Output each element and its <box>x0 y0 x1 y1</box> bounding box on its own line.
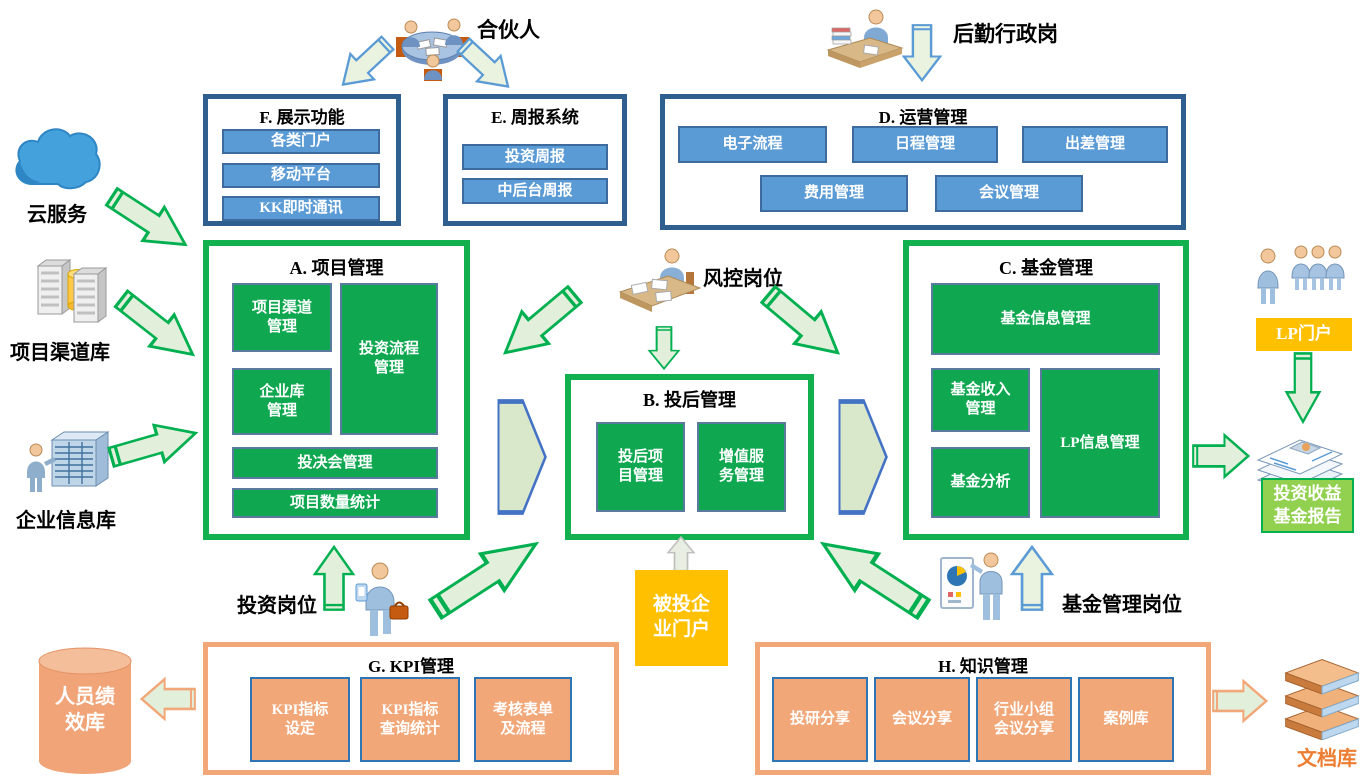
box-c-title: C. 基金管理 <box>999 258 1093 278</box>
item-project-count-stats: 项目数量统计 <box>232 488 438 518</box>
item-kpi-query-stats: KPI指标 查询统计 <box>360 677 460 762</box>
arrow-fund-to-c <box>1009 545 1055 611</box>
item-investment-committee-mgmt: 投决会管理 <box>232 447 438 479</box>
arrow-risk-to-a <box>488 275 592 373</box>
item-portals: 各类门户 <box>222 129 380 154</box>
item-travel-mgmt: 出差管理 <box>1022 126 1168 163</box>
item-kk-im: KK即时通讯 <box>222 196 380 221</box>
item-e-process: 电子流程 <box>678 126 827 163</box>
arrow-channel-db-to-a <box>106 280 209 375</box>
box-f-title: F. 展示功能 <box>259 108 345 127</box>
item-research-sharing: 投研分享 <box>772 677 868 762</box>
box-d-operations: D. 运营管理 电子流程 日程管理 出差管理 费用管理 会议管理 <box>660 94 1186 230</box>
arrow-cloud-to-a <box>98 177 200 266</box>
fund-manager-label: 基金管理岗位 <box>1062 594 1182 616</box>
item-fund-info-mgmt: 基金信息管理 <box>931 283 1160 355</box>
cloud-icon <box>8 122 103 197</box>
doc-db-label: 文档库 <box>1297 748 1357 770</box>
chevron-a-to-b <box>497 398 547 516</box>
item-fund-income-mgmt: 基金收入 管理 <box>931 368 1030 432</box>
item-project-channel-mgmt: 项目渠道 管理 <box>232 283 332 352</box>
admin-desk-icon <box>826 8 904 72</box>
box-e-title: E. 周报系统 <box>491 108 579 127</box>
arrow-g-to-performance-db <box>140 676 196 722</box>
invest-person-icon <box>352 562 412 638</box>
item-assessment-forms: 考核表单 及流程 <box>474 677 572 762</box>
item-investment-weekly: 投资周报 <box>462 144 608 170</box>
arrow-c-to-report <box>1192 432 1250 480</box>
item-value-added-service-mgmt: 增值服 务管理 <box>697 422 786 512</box>
item-case-library: 案例库 <box>1078 677 1174 762</box>
box-a-project-mgmt: A. 项目管理 项目渠道 管理 投资流程 管理 企业库 管理 投决会管理 项目数… <box>203 240 470 540</box>
box-c-fund-mgmt: C. 基金管理 基金信息管理 基金收入 管理 LP信息管理 基金分析 <box>903 240 1189 540</box>
item-lp-info-mgmt: LP信息管理 <box>1040 368 1160 518</box>
arrow-lp-portal-to-report <box>1284 352 1322 424</box>
arrow-h-to-doc-db <box>1212 678 1268 724</box>
box-h-title: H. 知识管理 <box>938 657 1028 676</box>
arrow-invested-portal-to-b <box>666 536 696 574</box>
item-middle-back-weekly: 中后台周报 <box>462 178 608 204</box>
partners-table-icon <box>390 5 475 85</box>
arrow-risk-to-b <box>647 326 681 370</box>
box-g-kpi-mgmt: G. KPI管理 KPI指标 设定 KPI指标 查询统计 考核表单 及流程 <box>203 642 619 775</box>
doc-db-books-icon <box>1278 648 1365 740</box>
performance-db-cylinder <box>35 645 135 777</box>
item-expense-mgmt: 费用管理 <box>760 175 908 212</box>
item-investment-flow-mgmt: 投资流程 管理 <box>340 283 438 435</box>
item-mobile-platform: 移动平台 <box>222 163 380 188</box>
item-meeting-sharing: 会议分享 <box>874 677 970 762</box>
box-f-display-functions: F. 展示功能 各类门户 移动平台 KK即时通讯 <box>203 94 401 226</box>
chevron-b-to-c <box>838 398 888 516</box>
item-fund-analysis: 基金分析 <box>931 447 1030 518</box>
box-a-title: A. 项目管理 <box>289 258 384 278</box>
investment-report-box: 投资收益 基金报告 <box>1261 478 1354 533</box>
invested-company-portal-box: 被投企 业门户 <box>635 570 728 666</box>
arrow-enterprise-db-to-a <box>104 411 205 479</box>
partners-label: 合伙人 <box>477 18 540 42</box>
box-g-title: G. KPI管理 <box>368 657 454 676</box>
lp-portal-box: LP门户 <box>1256 318 1352 351</box>
item-meeting-mgmt: 会议管理 <box>935 175 1083 212</box>
admin-label: 后勤行政岗 <box>953 22 1058 46</box>
enterprise-info-db-label: 企业信息库 <box>16 510 116 532</box>
item-enterprise-lib-mgmt: 企业库 管理 <box>232 368 332 435</box>
risk-desk-icon <box>616 246 702 318</box>
box-b-post-investment: B. 投后管理 投后项 目管理 增值服 务管理 <box>565 374 814 540</box>
box-b-title: B. 投后管理 <box>642 390 736 410</box>
arrow-invest-to-a <box>312 545 356 611</box>
box-d-title: D. 运营管理 <box>878 108 968 127</box>
item-kpi-setting: KPI指标 设定 <box>250 677 350 762</box>
enterprise-info-db-icon <box>22 420 110 498</box>
cloud-label: 云服务 <box>27 204 87 226</box>
item-post-investment-project-mgmt: 投后项 目管理 <box>596 422 685 512</box>
invest-label: 投资岗位 <box>237 595 317 617</box>
project-channel-db-icon <box>28 252 113 330</box>
lp-people-icon <box>1252 242 1347 316</box>
arrow-admin-to-d <box>901 24 943 82</box>
box-e-weekly-report: E. 周报系统 投资周报 中后台周报 <box>443 94 627 226</box>
item-schedule-mgmt: 日程管理 <box>852 126 998 163</box>
fund-manager-person-icon <box>938 548 1010 626</box>
box-h-knowledge-mgmt: H. 知识管理 投研分享 会议分享 行业小组 会议分享 案例库 <box>755 642 1211 775</box>
performance-db-label: 人员绩 效库 <box>55 686 115 734</box>
risk-label: 风控岗位 <box>703 268 783 290</box>
project-channel-db-label: 项目渠道库 <box>10 342 110 364</box>
item-industry-group-sharing: 行业小组 会议分享 <box>976 677 1072 762</box>
